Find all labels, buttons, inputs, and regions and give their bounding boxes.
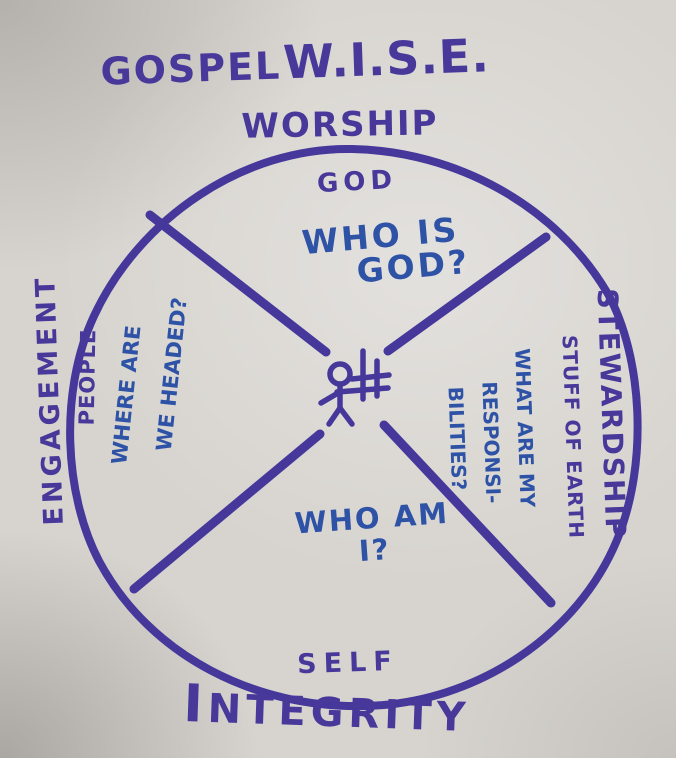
question-line: WHERE ARE — [107, 324, 146, 466]
question-responsibilities: WHAT ARE MY RESPONSI- BILITIES? — [437, 348, 544, 511]
quadrant-label-self: SELF — [296, 645, 400, 681]
page-title-acronym: W.I.S.E. — [282, 28, 491, 90]
question-line: WHAT ARE MY — [510, 347, 540, 508]
question-line: GOD? — [355, 241, 472, 291]
question-who-is-god: WHO IS GOD? — [300, 210, 472, 292]
page-title-word: GOSPEL — [99, 43, 283, 94]
circle-outline — [66, 144, 642, 711]
question-line: BILITIES? — [443, 386, 472, 491]
question-where-are-we-headed: WHERE ARE WE HEADED? — [98, 291, 202, 471]
divider-line-top-left — [145, 210, 331, 357]
question-line: RESPONSI- — [477, 381, 506, 504]
question-who-am-i: WHO AM I? — [294, 496, 452, 572]
outer-label-worship: WORSHIP — [241, 103, 439, 147]
stick-figure-with-cross-icon — [318, 348, 392, 427]
quadrant-label-god: GOD — [316, 164, 398, 200]
outer-label-integrity: INTEGRITY — [182, 674, 472, 741]
quadrant-label-stuff-of-earth: STUFF OF EARTH — [557, 334, 589, 540]
quadrant-label-people: PEOPLE — [74, 328, 101, 426]
divider-line-bottom-right — [379, 420, 556, 608]
divider-line-top-right — [383, 232, 551, 356]
question-line: I? — [357, 531, 392, 568]
divider-line-bottom-left — [129, 429, 325, 594]
outer-label-stewardship: STEWARDSHIP — [590, 287, 633, 540]
